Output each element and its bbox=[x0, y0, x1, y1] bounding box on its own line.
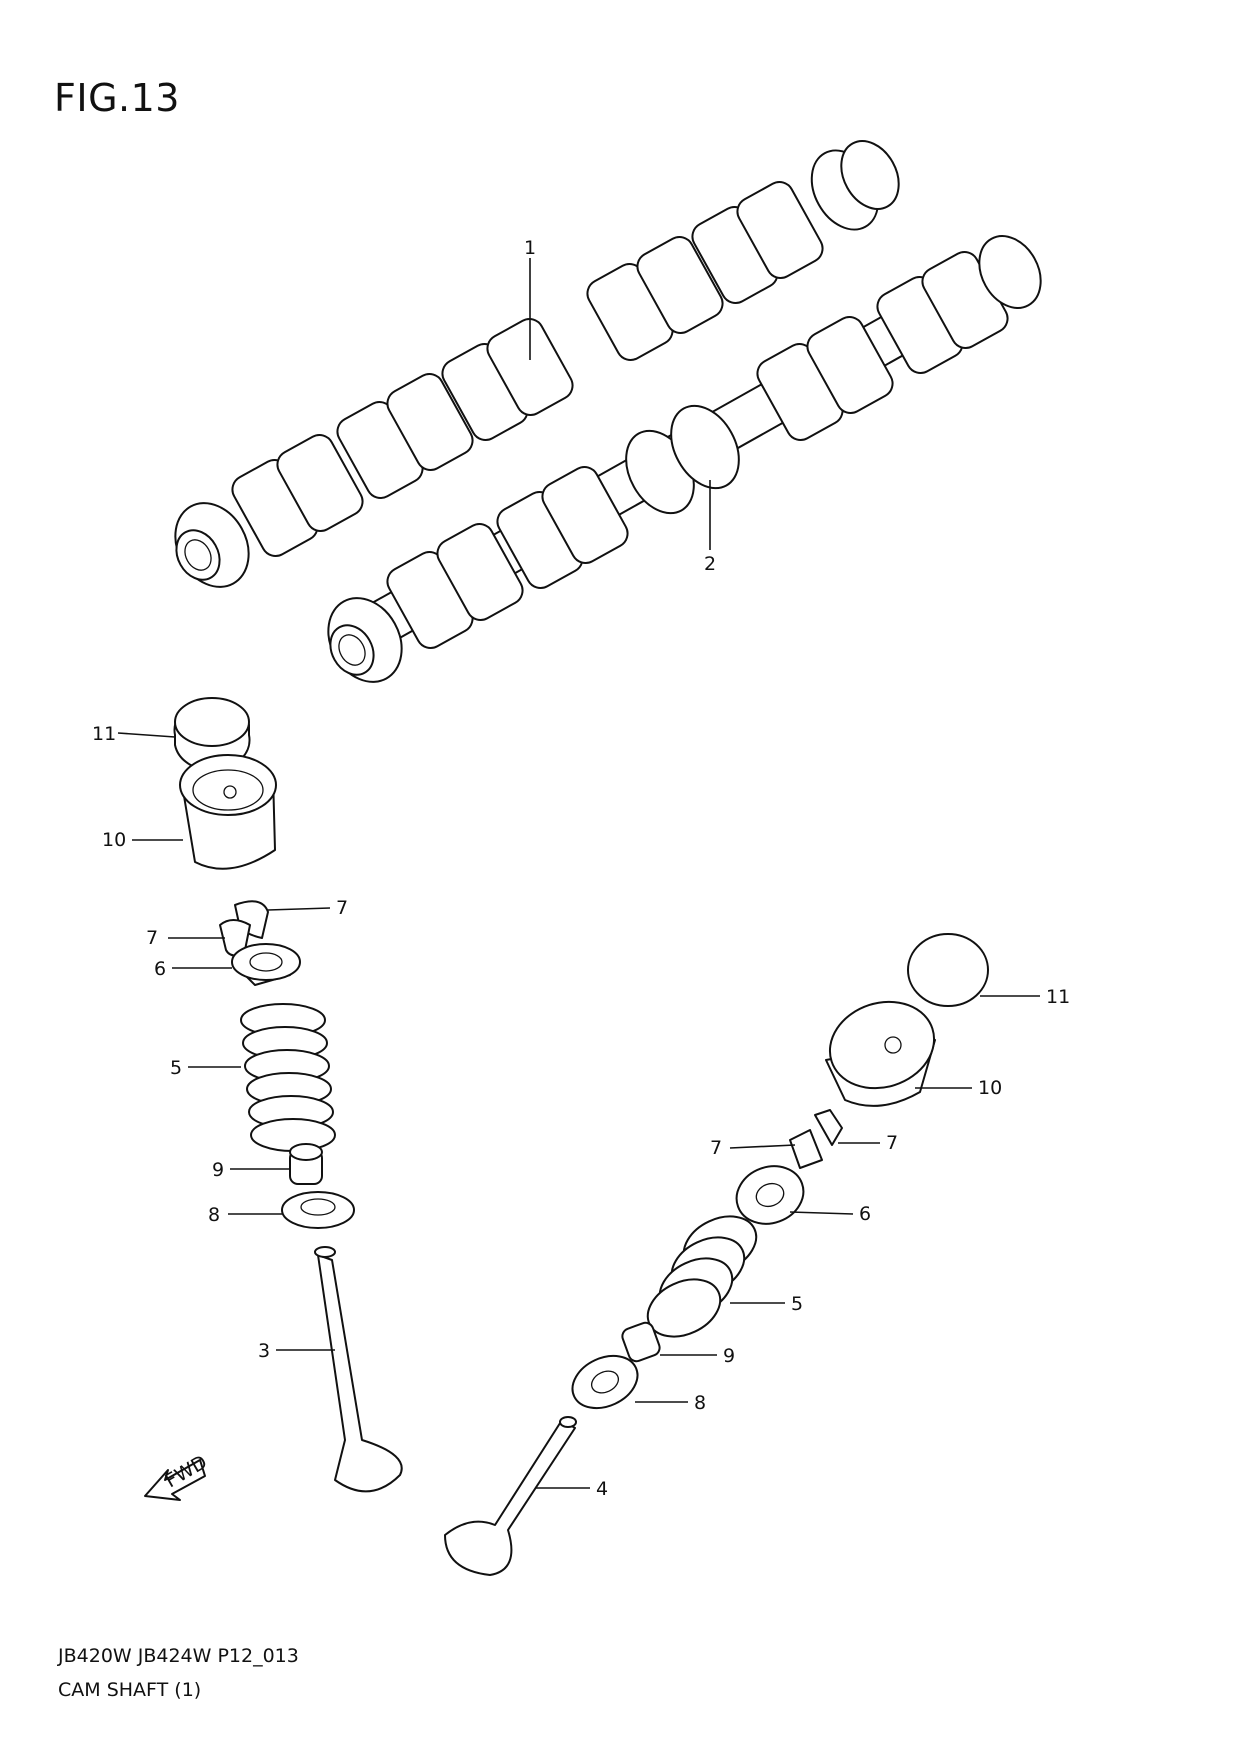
spring-5-right[interactable] bbox=[639, 1205, 766, 1347]
callout-9-left: 9 bbox=[212, 1159, 224, 1181]
stem-seal-9-right[interactable] bbox=[620, 1321, 662, 1364]
callout-8-right: 8 bbox=[694, 1392, 706, 1414]
callout-5-right: 5 bbox=[791, 1293, 803, 1315]
callout-7-right-a: 7 bbox=[886, 1132, 898, 1154]
callout-3: 3 bbox=[258, 1340, 270, 1362]
camshaft-2[interactable] bbox=[314, 225, 1053, 695]
valve-3[interactable] bbox=[314, 1246, 403, 1493]
stem-seal-9-left[interactable] bbox=[289, 1143, 323, 1185]
callout-6-right: 6 bbox=[859, 1203, 871, 1225]
callout-1: 1 bbox=[524, 237, 536, 259]
leader-lines bbox=[117, 258, 1040, 1489]
callout-9-right: 9 bbox=[723, 1345, 735, 1367]
figure-title: FIG.13 bbox=[54, 76, 180, 120]
spring-5-left[interactable] bbox=[240, 1003, 336, 1152]
retainer-6-right[interactable] bbox=[728, 1157, 811, 1233]
callout-2: 2 bbox=[704, 553, 716, 575]
shim-11-left[interactable] bbox=[173, 697, 251, 772]
callout-11-right: 11 bbox=[1046, 986, 1070, 1008]
valve-4[interactable] bbox=[444, 1416, 577, 1576]
figure-caption: CAM SHAFT (1) bbox=[58, 1679, 202, 1701]
callout-6-left: 6 bbox=[154, 958, 166, 980]
spring-seat-8-left[interactable] bbox=[281, 1191, 355, 1229]
fwd-arrow-icon: FWD bbox=[144, 1451, 211, 1501]
callout-labels: 1 2 11 10 7 7 6 5 9 8 3 11 10 7 7 6 5 9 … bbox=[92, 237, 1070, 1500]
tappet-10-right[interactable] bbox=[819, 989, 946, 1107]
callout-7-right-b: 7 bbox=[710, 1137, 722, 1159]
callout-11-left: 11 bbox=[92, 723, 116, 745]
callout-10-right: 10 bbox=[978, 1077, 1002, 1099]
retainer-6-left[interactable] bbox=[231, 943, 301, 986]
camshaft-1[interactable] bbox=[161, 131, 910, 600]
shim-11-right[interactable] bbox=[907, 933, 989, 1007]
drawing-code: JB420W JB424W P12_013 bbox=[58, 1645, 299, 1667]
callout-4: 4 bbox=[596, 1478, 608, 1500]
callout-7-left-a: 7 bbox=[336, 897, 348, 919]
callout-10-left: 10 bbox=[102, 829, 126, 851]
tappet-10-left[interactable] bbox=[179, 754, 277, 870]
callout-7-left-b: 7 bbox=[146, 927, 158, 949]
cotter-7-right[interactable] bbox=[789, 1109, 843, 1169]
callout-8-left: 8 bbox=[208, 1204, 220, 1226]
spring-seat-8-right[interactable] bbox=[564, 1346, 646, 1418]
callout-5-left: 5 bbox=[170, 1057, 182, 1079]
